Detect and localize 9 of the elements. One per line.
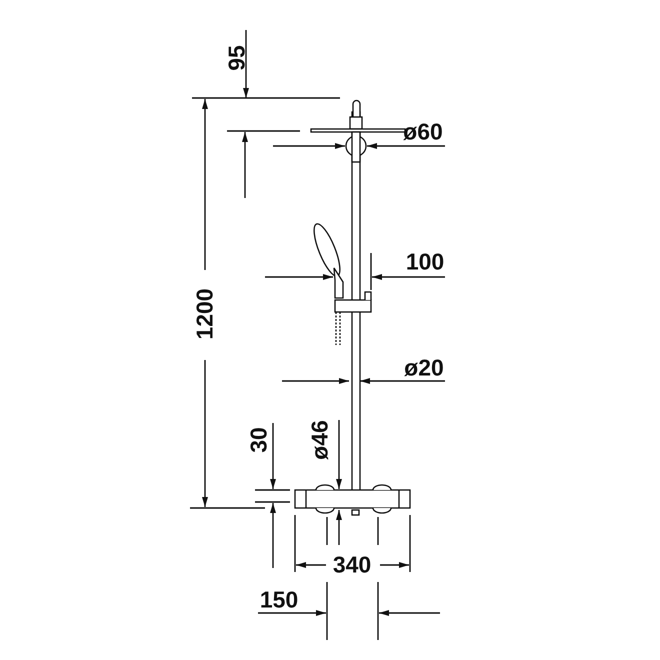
- dimension-label: ø46: [308, 420, 332, 460]
- dimension-label: 95: [226, 45, 248, 71]
- dimension-label: 1200: [194, 288, 216, 340]
- dimension-label: 30: [248, 427, 270, 453]
- dimension-label: ø60: [403, 120, 443, 144]
- dimension-label: ø20: [404, 356, 444, 380]
- dimension-label: 100: [406, 250, 444, 274]
- dimension-label: 150: [260, 588, 298, 612]
- dimension-label: 340: [332, 554, 372, 576]
